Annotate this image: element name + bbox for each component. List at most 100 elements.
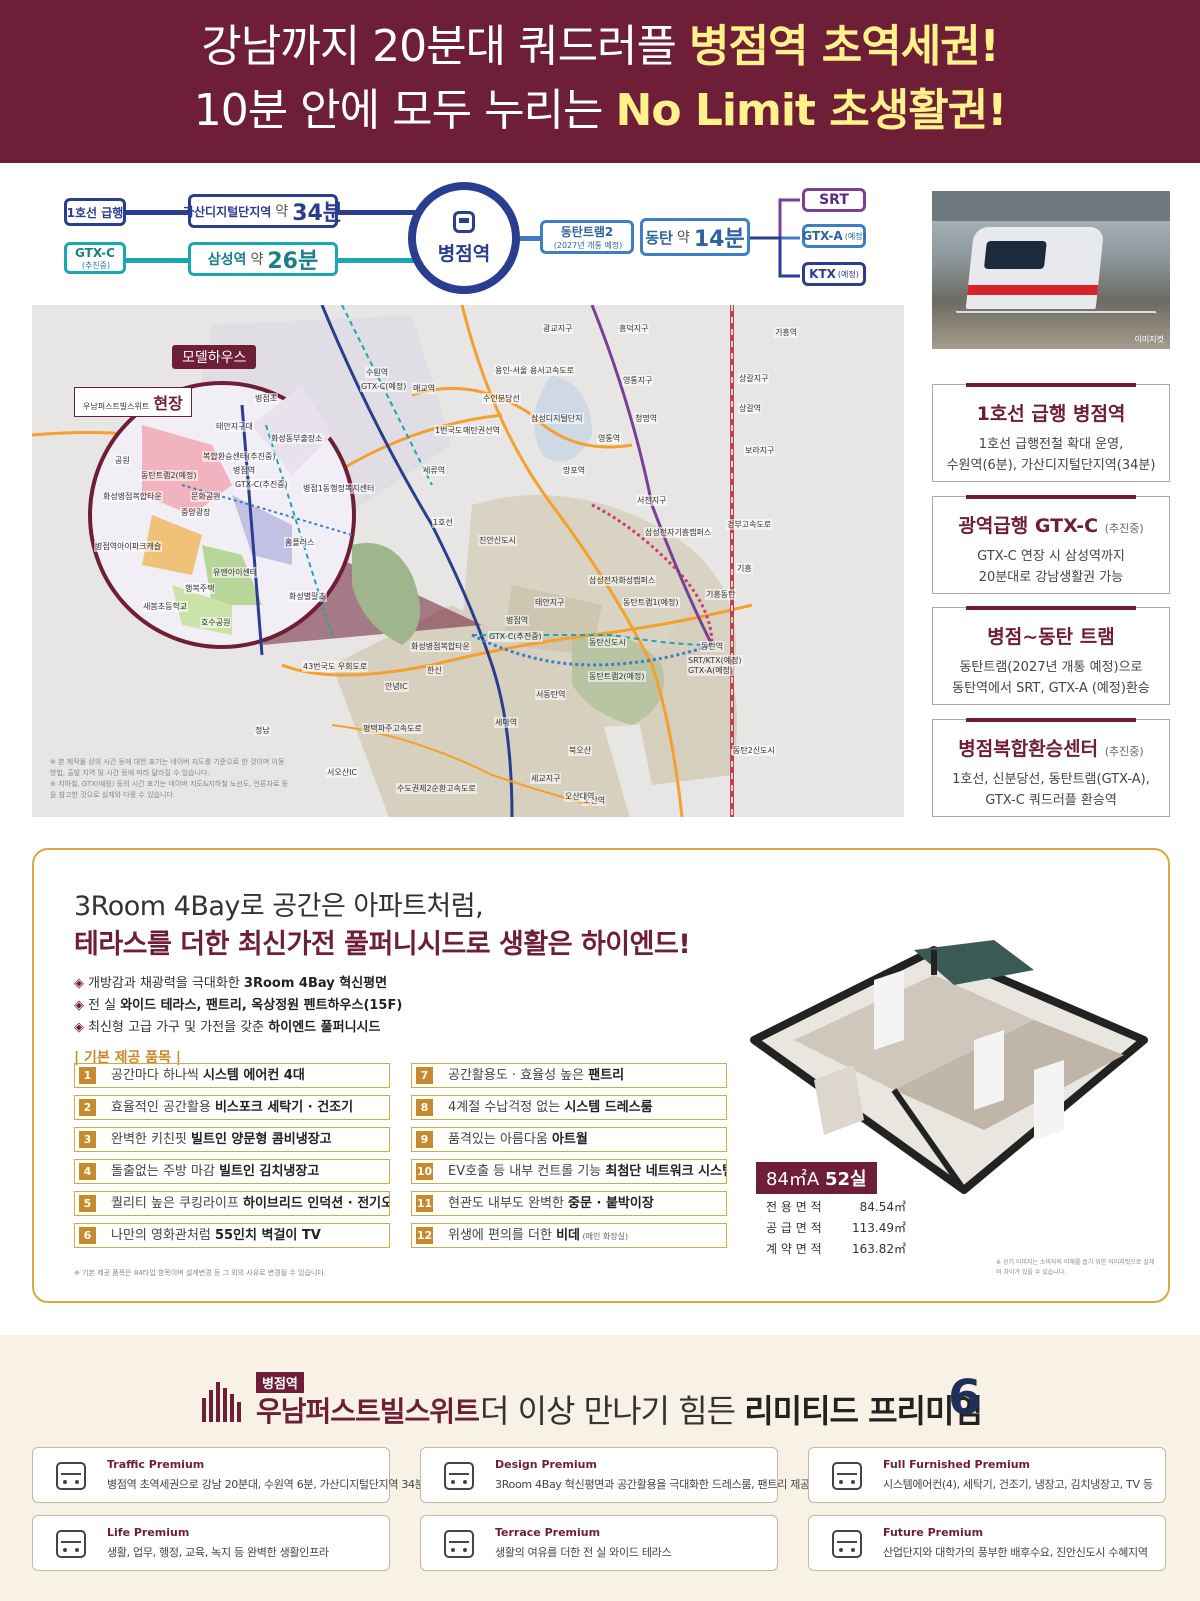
map-label: GTX-C(추진중) — [488, 631, 543, 642]
premium-count: 6 — [948, 1370, 982, 1426]
map-label: 안녕IC — [384, 681, 409, 692]
premium-headline: 더 이상 만나기 힘든 리미티드 프리미엄 — [480, 1392, 983, 1430]
map-label: 중앙광장 — [180, 507, 212, 518]
map-drawing — [32, 305, 753, 817]
washer-icon — [832, 1462, 862, 1490]
items-footnote: ※ 기본 제공 품목은 84타입 항목이며 설계변경 등 그 외의 사유로 변경… — [74, 1269, 327, 1277]
map-label: 행복주택 — [184, 583, 216, 594]
unit-headline-2: 테라스를 더한 최신가전 풀퍼니시드로 생활은 하이엔드! — [74, 929, 691, 960]
map-label: GTX-C(예정) — [360, 381, 408, 392]
map-label: 서오산IC — [326, 767, 359, 778]
map-footnote: ※ 본 제작물 상의 시간 등에 대한 표기는 네이버 지도를 기준으로 한 것… — [50, 758, 289, 799]
map-label: 43번국도 우회도로 — [302, 661, 369, 672]
map-label: 세마역 — [494, 717, 519, 728]
image-footnote: ※ 상기 이미지는 소비자의 이해를 돕기 위한 이미지컷으로 실제와 차이가 … — [996, 1259, 1155, 1276]
ktx-badge: KTX(예정) — [802, 262, 866, 286]
map-label: 청명역 — [634, 413, 659, 424]
hero-line-1: 강남까지 20분대 쿼드러플 병점역 초역세권! — [201, 21, 999, 72]
map-label: 경부고속도로 — [726, 519, 773, 530]
map-label: 동탄역 — [700, 641, 725, 652]
map-label: 동탄신도시 — [588, 637, 627, 648]
map-label: 동탄트램2(예정) — [140, 470, 198, 481]
map-label: 동탄2신도시 — [732, 745, 776, 756]
map-label: 상갈역 — [738, 403, 763, 414]
brand-logo-icon — [202, 1382, 241, 1422]
gtxc-badge: GTX-C(추진중) — [64, 242, 126, 274]
map-label: 세류역 — [422, 465, 447, 476]
photo-caption: 이미지컷 — [1134, 335, 1164, 344]
map-label: 매탄권선역 — [462, 425, 501, 436]
map-label: 문화공원 — [190, 491, 222, 502]
line1-express-badge: 1호선 급행 — [64, 198, 126, 226]
unit-section: 3Room 4Bay로 공간은 아파트처럼, 테라스를 더한 최신가전 풀퍼니시… — [32, 848, 1170, 1303]
shopping-bag-icon — [56, 1530, 86, 1558]
map-label: 광교지구 — [542, 323, 574, 334]
map-label: 화성별말초 — [288, 591, 327, 602]
map-label: 1호선 — [432, 517, 454, 528]
hero-line-2: 10분 안에 모두 누리는 No Limit 초생활권! — [193, 85, 1008, 136]
map-label: 화성동부출장소 — [270, 433, 324, 444]
map-label: 화성병점복합타운 — [410, 641, 471, 652]
map-label: 복합환승센터(추진중) — [202, 451, 277, 462]
subway-icon — [453, 210, 475, 233]
ruler-icon — [444, 1462, 474, 1490]
map-label: 화성병점복합타운 — [102, 491, 163, 502]
map-label: 영통역 — [597, 433, 622, 444]
map-label: 보라지구 — [744, 445, 776, 456]
map-label: 병점1동행정복지센터 — [302, 483, 376, 494]
basic-items-title: | 기본 제공 품목 | — [74, 1050, 182, 1066]
site-label: 우남퍼스트빌스위트 현장 — [74, 387, 192, 417]
map-label: 동탄트램1(예정) — [622, 597, 680, 608]
map-label: GTX-A(예정) — [687, 665, 735, 676]
map-label: 호수공원 — [200, 617, 232, 628]
map-label: 동탄트램2(예정) — [588, 671, 646, 682]
map-label: 태안지구 — [534, 597, 566, 608]
premium-title: 병점역 우남퍼스트빌스위트 더 이상 만나기 힘든 리미티드 프리미엄 6 — [200, 1370, 1020, 1430]
map-label: 서천지구 — [636, 495, 668, 506]
unit-bullet: ◈개방감과 채광력을 극대화한 3Room 4Bay 혁신평면 — [74, 976, 388, 991]
unit-bullet: ◈전 실 와이드 테라스, 팬트리, 옥상정원 펜트하우스(15F) — [74, 998, 403, 1013]
map-label: 용인-서울 용서고속도로 — [494, 365, 576, 376]
hero-banner: 강남까지 20분대 쿼드러플 병점역 초역세권! 10분 안에 모두 누리는 N… — [0, 0, 1200, 163]
map-label: 기흥동탄 — [705, 589, 737, 600]
map-label: 북오산 — [568, 745, 593, 756]
byeongjeom-station-hub: 병점역 — [408, 182, 520, 294]
station-tag: 병점역 — [256, 1372, 304, 1393]
map-label: 진안신도시 — [478, 535, 517, 546]
map-label: 한신 — [426, 665, 443, 676]
map-label: 유앤아이센터 — [212, 567, 259, 578]
map-label: 영통지구 — [622, 375, 654, 386]
map-label: 수인분당선 — [482, 393, 521, 404]
map-label: 정남 — [254, 725, 271, 736]
map-label: 공원 — [114, 455, 131, 466]
map-label: 삼성전자기흥캠퍼스 — [644, 527, 713, 538]
map-label: 서동탄역 — [535, 689, 567, 700]
map-label: 수도권제2순환고속도로 — [396, 783, 477, 794]
map-label: SRT/KTX(예정) — [687, 655, 743, 666]
tram-box: 동탄트램2(2027년 개통 예정) — [540, 220, 634, 254]
floor-plan-illustration — [750, 940, 1148, 1194]
info-card-transfer-center: 병점복합환승센터 (추진중) 1호선, 신분당선, 동탄트램(GTX-A),GT… — [932, 718, 1170, 817]
info-card-line1: 1호선 급행 병점역 1호선 급행전철 확대 운영,수원역(6분), 가산디지털… — [932, 383, 1170, 482]
